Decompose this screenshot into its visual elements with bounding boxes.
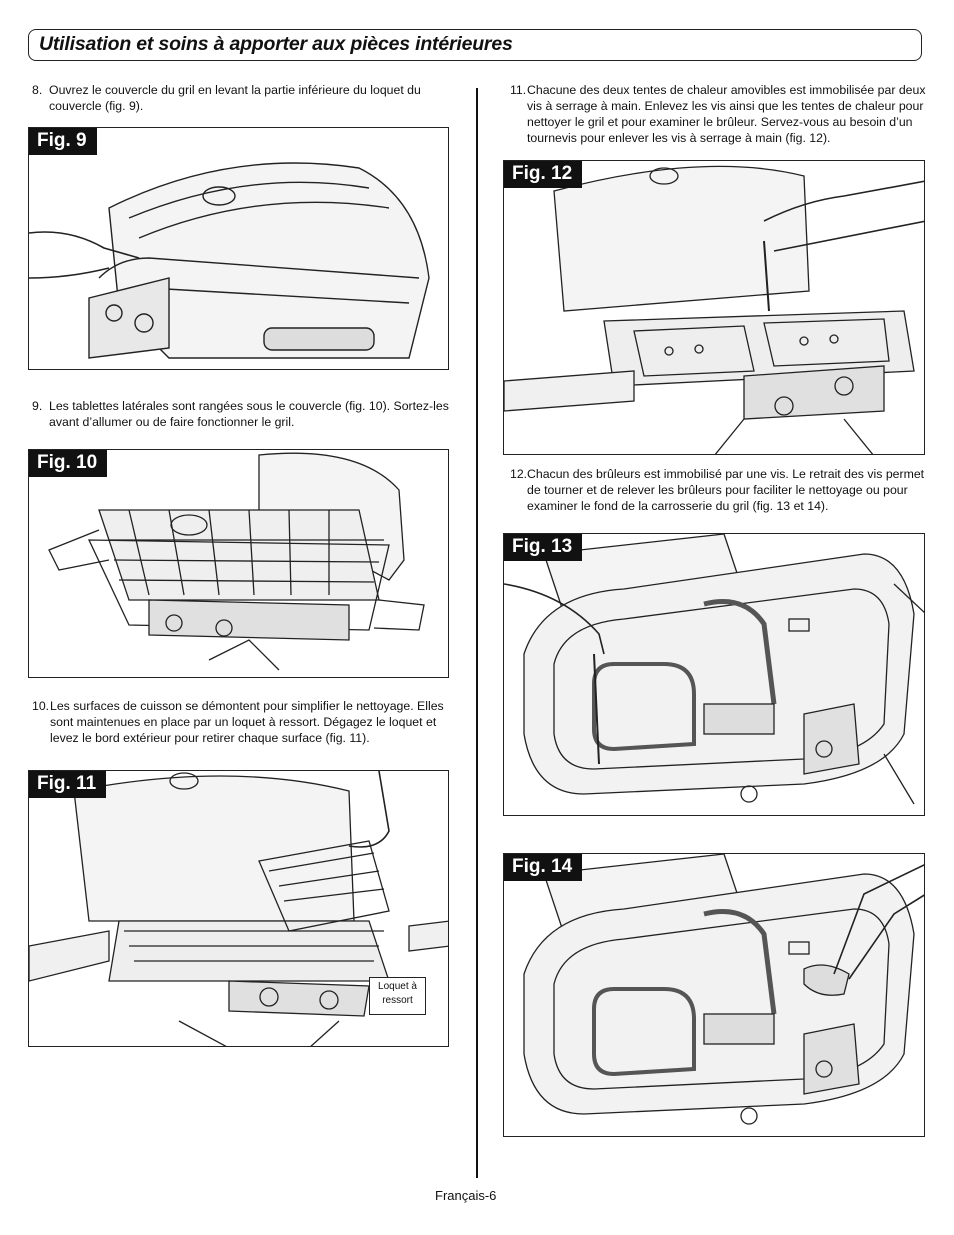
step-9: 9. Les tablettes latérales sont rangées … <box>32 398 452 430</box>
figure-label: Fig. 9 <box>29 128 97 155</box>
figure-9: Fig. 9 <box>28 127 449 370</box>
step-text: Chacun des brûleurs est immobilisé par u… <box>527 467 925 513</box>
page-title: Utilisation et soins à apporter aux pièc… <box>39 33 513 55</box>
step-number: 8. <box>32 83 43 97</box>
figure-label: Fig. 11 <box>29 771 107 798</box>
figure-label: Fig. 12 <box>504 161 583 188</box>
grill-open-side-shelves-illustration <box>48 452 425 671</box>
grill-heat-tent-screws-illustration <box>504 165 924 454</box>
grill-burner-screw-removal-illustration <box>504 534 924 805</box>
step-text: Ouvrez le couvercle du gril en levant la… <box>49 83 421 113</box>
step-12: 12. Chacun des brûleurs est immobilisé p… <box>510 466 930 514</box>
figure-12: Fig. 12 <box>503 160 925 455</box>
spring-latch-callout: Loquet à ressort <box>369 977 426 1015</box>
step-text: Les tablettes latérales sont rangées sou… <box>49 399 449 429</box>
grill-closed-lid-illustration <box>29 162 430 359</box>
step-number: 10. <box>32 699 50 713</box>
figure-10: Fig. 10 <box>28 449 449 678</box>
step-number: 11. <box>510 83 527 97</box>
figure-11: Fig. 11 Loquet à ressort <box>28 770 449 1047</box>
title-bar: Utilisation et soins à apporter aux pièc… <box>28 29 922 61</box>
step-10: 10. Les surfaces de cuisson se démontent… <box>32 698 452 746</box>
grill-cleaning-firebox-illustration <box>523 854 924 1125</box>
column-divider <box>476 88 478 1178</box>
step-11: 11. Chacune des deux tentes de chaleur a… <box>510 82 930 146</box>
grill-removing-cooking-surface-illustration <box>29 771 448 1046</box>
figure-label: Fig. 14 <box>504 854 583 881</box>
figure-label: Fig. 10 <box>29 450 108 477</box>
step-text: Les surfaces de cuisson se démontent pou… <box>50 699 444 745</box>
figure-14: Fig. 14 <box>503 853 925 1137</box>
step-8: 8. Ouvrez le couvercle du gril en levant… <box>32 82 432 114</box>
step-text: Chacune des deux tentes de chaleur amovi… <box>527 83 926 145</box>
step-number: 12. <box>510 467 528 481</box>
page-footer: Français-6 <box>435 1188 497 1203</box>
figure-label: Fig. 13 <box>504 534 583 561</box>
figure-13: Fig. 13 <box>503 533 925 816</box>
step-number: 9. <box>32 399 43 413</box>
